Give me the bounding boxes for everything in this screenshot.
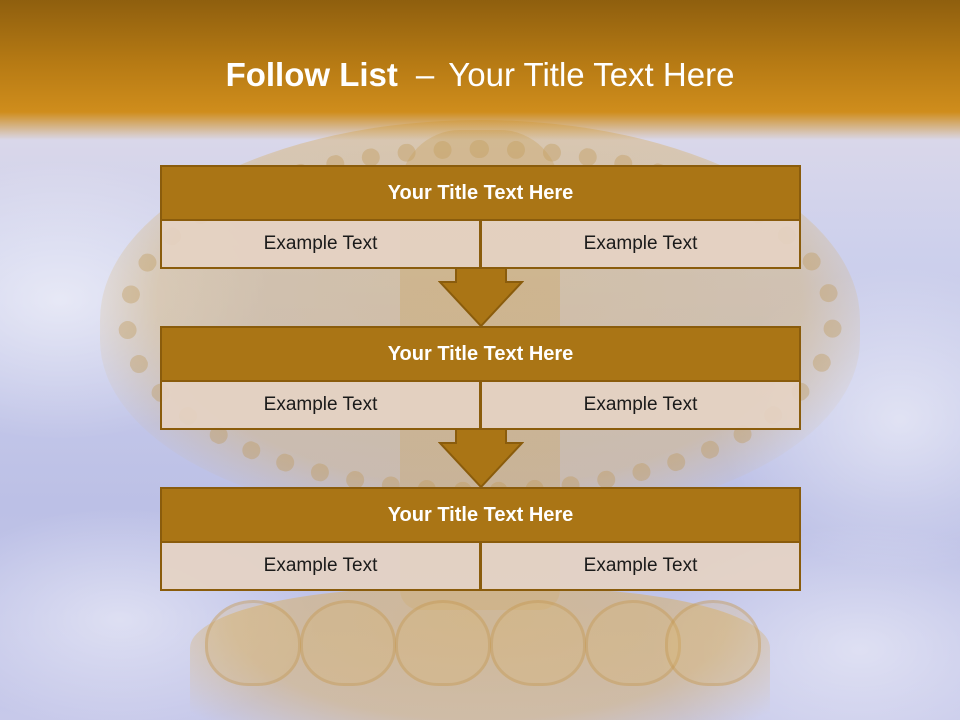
step-title: Your Title Text Here	[160, 165, 801, 221]
lotus-petal	[300, 600, 396, 686]
step-left-text: Example Text	[160, 382, 481, 430]
header-band	[0, 0, 960, 140]
step-row: Example Text Example Text	[160, 221, 801, 269]
step-right-text: Example Text	[481, 221, 801, 269]
lotus-petal	[490, 600, 586, 686]
title-separator: –	[415, 56, 435, 93]
step-left-text: Example Text	[160, 221, 481, 269]
down-arrow-icon	[438, 268, 524, 328]
step-title: Your Title Text Here	[160, 326, 801, 382]
step-title: Your Title Text Here	[160, 487, 801, 543]
title-bold: Follow List	[225, 56, 398, 93]
step-left-text: Example Text	[160, 543, 481, 591]
step-right-text: Example Text	[481, 543, 801, 591]
title-rest: Your Title Text Here	[448, 56, 735, 93]
step-right-text: Example Text	[481, 382, 801, 430]
step-row: Example Text Example Text	[160, 543, 801, 591]
step-block-2: Your Title Text Here Example Text Exampl…	[160, 326, 801, 430]
lotus-petal	[665, 600, 761, 686]
step-block-1: Your Title Text Here Example Text Exampl…	[160, 165, 801, 269]
step-row: Example Text Example Text	[160, 382, 801, 430]
down-arrow-icon	[438, 429, 524, 489]
step-block-3: Your Title Text Here Example Text Exampl…	[160, 487, 801, 591]
lotus-petal	[395, 600, 491, 686]
slide-title: Follow List–Your Title Text Here	[0, 56, 960, 94]
lotus-petal	[205, 600, 301, 686]
